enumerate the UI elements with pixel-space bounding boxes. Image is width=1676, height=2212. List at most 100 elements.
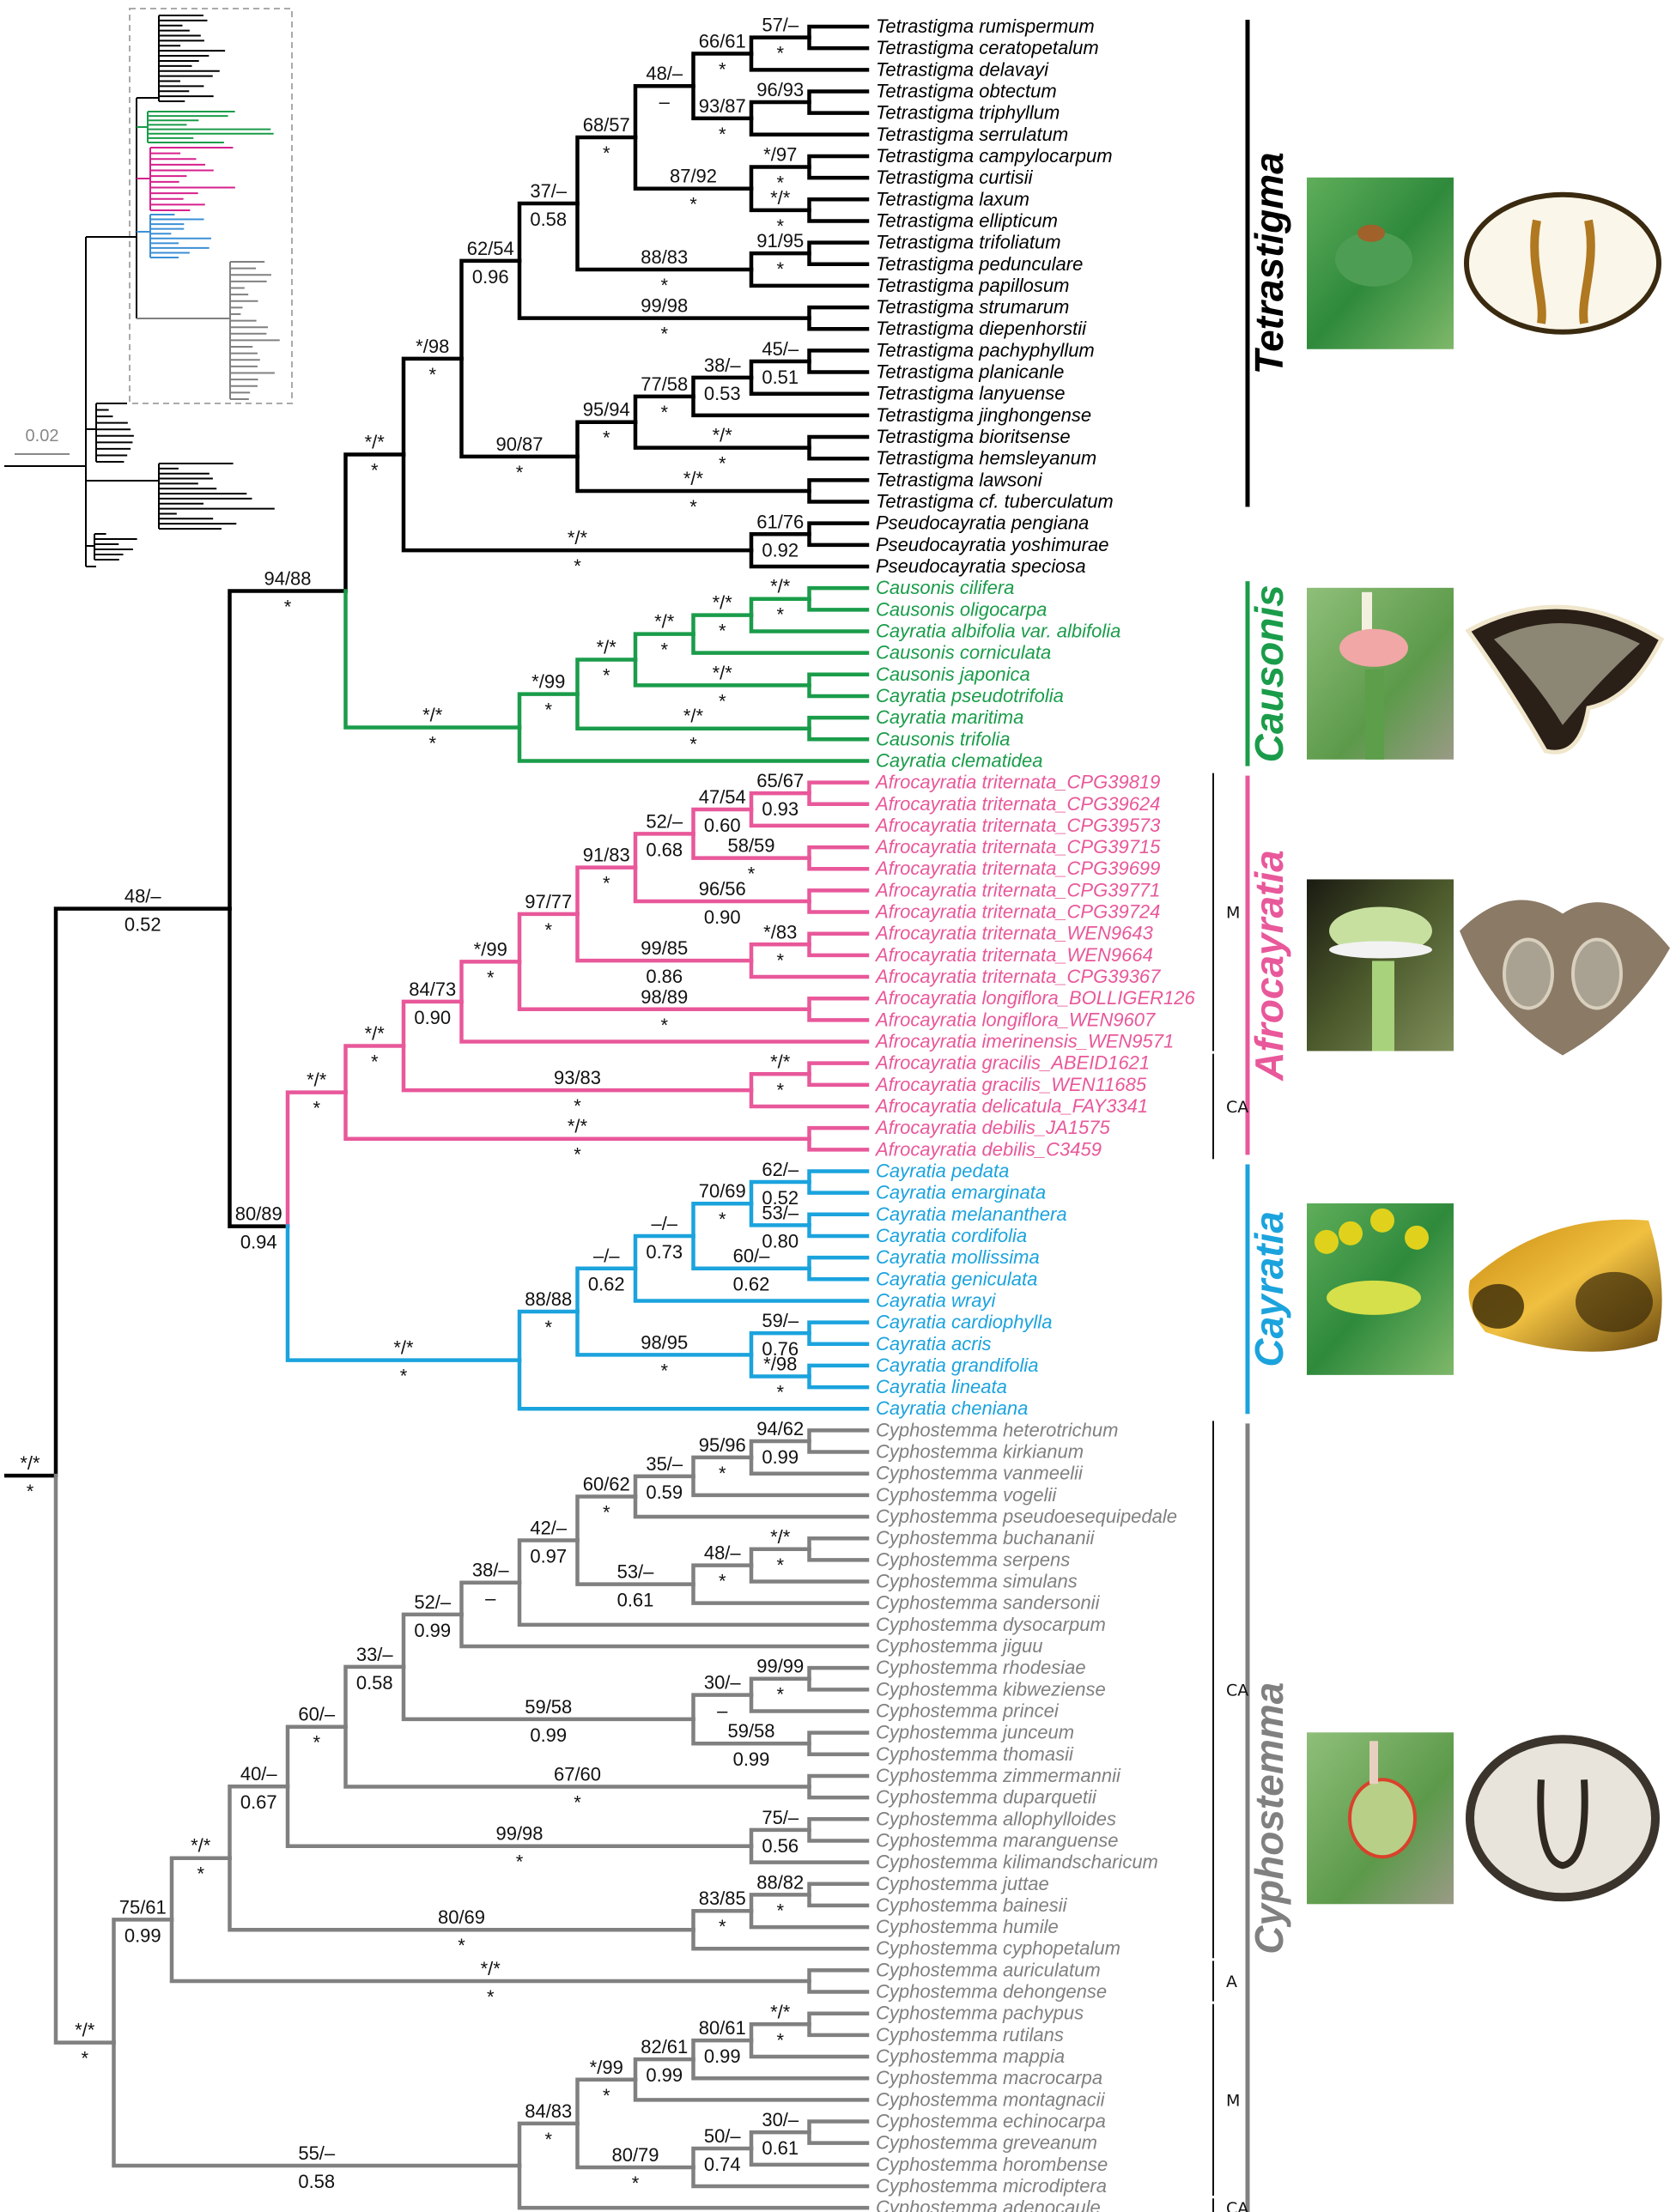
tip-branch — [807, 1007, 870, 1022]
tip-branch — [807, 2119, 870, 2135]
taxon-label: Cayratia maritima — [876, 706, 1023, 728]
posterior-probability-label: * — [197, 1864, 204, 1885]
taxon-label: Tetrastigma serrulatum — [876, 124, 1068, 145]
bootstrap-support-label: 99/98 — [495, 1823, 543, 1845]
tip-branch — [807, 856, 870, 871]
tip-branch — [807, 1363, 870, 1379]
bootstrap-support-label: */98 — [763, 1354, 797, 1375]
taxon-label: Cayratia pseudotrifolia — [876, 685, 1064, 706]
posterior-probability-label: * — [660, 1360, 668, 1381]
bootstrap-support-label: 42/– — [530, 1518, 568, 1539]
posterior-probability-label: * — [371, 1051, 379, 1073]
bootstrap-support-label: */* — [683, 468, 704, 489]
tip-branch — [807, 1979, 870, 1994]
tip-branch — [807, 942, 870, 958]
posterior-probability-label: * — [632, 2173, 640, 2194]
internal-branch — [228, 906, 290, 1228]
bootstrap-support-label: 60/– — [733, 1245, 771, 1267]
internal-branch — [633, 658, 811, 688]
internal-branch — [228, 1784, 290, 1860]
tip-branch — [807, 1374, 870, 1390]
bootstrap-support-label: 59/58 — [727, 1720, 774, 1742]
taxon-label: Afrocayratia debilis_JA1575 — [874, 1117, 1110, 1138]
tip-branch — [807, 197, 870, 213]
bootstrap-support-label: */99 — [590, 2057, 623, 2078]
internal-branch — [691, 1455, 754, 1479]
taxon-label: Cayratia pedata — [876, 1160, 1009, 1181]
taxon-label: Cyphostemma sandersonii — [876, 1592, 1101, 1614]
posterior-probability-label: 0.99 — [530, 1724, 567, 1746]
range-label: M — [1226, 2091, 1240, 2110]
posterior-probability-label: * — [603, 2085, 610, 2106]
posterior-probability-label: * — [719, 1916, 726, 1937]
tip-branch — [633, 1266, 870, 1303]
internal-branch — [53, 1473, 116, 2045]
internal-branch — [575, 2121, 695, 2170]
posterior-probability-label: * — [81, 2048, 88, 2070]
internal-branch — [459, 960, 522, 1004]
internal-branch — [459, 1580, 522, 1617]
taxon-label: Cyphostemma maranguense — [876, 1829, 1118, 1851]
taxon-label: Afrocayratia triternata_CPG39624 — [874, 793, 1160, 815]
posterior-probability-label: * — [776, 1900, 784, 1921]
internal-branch — [517, 1538, 580, 1585]
bootstrap-support-label: */* — [365, 1023, 386, 1045]
taxon-label: Tetrastigma pachyphyllum — [876, 339, 1095, 361]
internal-branch — [228, 1856, 695, 1932]
posterior-probability-label: * — [574, 555, 581, 577]
internal-branch — [691, 375, 754, 399]
posterior-probability-label: 0.76 — [762, 1338, 799, 1360]
photo-pair-afrocayratia — [1307, 879, 1670, 1056]
posterior-probability-label: * — [719, 1209, 726, 1230]
posterior-probability-label: 0.73 — [646, 1241, 683, 1263]
support-labels: */**48/–0.5294/88**/***/98*62/540.9637/–… — [20, 15, 804, 2194]
tip-branch — [807, 715, 870, 730]
posterior-probability-label: 0.51 — [762, 367, 799, 388]
photo-pair-cayratia — [1307, 1203, 1662, 1375]
internal-branch — [749, 1330, 811, 1357]
internal-branch — [343, 1724, 811, 1789]
taxon-label: Afrocayratia triternata_CPG39573 — [874, 815, 1161, 836]
taxon-label: Causonis japonica — [876, 664, 1030, 685]
internal-branch — [401, 1664, 695, 1722]
taxon-label: Cayratia mollissima — [876, 1246, 1040, 1268]
tip-branch — [749, 807, 870, 828]
posterior-probability-label: * — [660, 324, 668, 345]
bootstrap-support-label: */97 — [763, 144, 797, 166]
taxon-label: Cyphostemma heterotrichum — [876, 1419, 1118, 1440]
internal-branch — [749, 791, 811, 812]
tip-branch — [691, 1927, 870, 1951]
bootstrap-support-label: */* — [365, 431, 386, 452]
taxon-label: Cyphostemma jiguu — [876, 1635, 1042, 1657]
tip-branch — [807, 1136, 870, 1152]
posterior-probability-label: * — [689, 496, 697, 518]
taxon-label: Causonis cilifera — [876, 577, 1014, 598]
posterior-probability-label: * — [689, 194, 697, 215]
taxon-label: Tetrastigma hemsleyanum — [876, 447, 1096, 469]
tip-branch — [807, 1665, 870, 1681]
bootstrap-support-label: */* — [481, 1958, 501, 1979]
internal-branch — [691, 52, 754, 88]
taxon-label: Afrocayratia delicatula_FAY3341 — [874, 1095, 1148, 1117]
tip-branch — [749, 52, 870, 72]
posterior-probability-label: * — [544, 2129, 552, 2150]
clade-photos — [1307, 177, 1670, 1905]
taxon-label: Tetrastigma diepenhorstii — [876, 318, 1087, 339]
internal-branch — [575, 1309, 754, 1357]
range-label: CA — [1226, 2199, 1248, 2212]
tip-branch — [807, 89, 870, 105]
internal-branch — [575, 201, 754, 272]
bootstrap-support-label: 53/– — [762, 1202, 799, 1223]
bootstrap-support-label: 62/54 — [467, 238, 514, 259]
internal-branch — [749, 1201, 811, 1227]
taxon-label: Tetrastigma pedunculare — [876, 253, 1083, 275]
tip-branch — [807, 683, 870, 699]
posterior-probability-label: – — [717, 1700, 728, 1722]
fruit-section-photo — [1466, 1735, 1660, 1902]
taxon-label: Afrocayratia triternata_CPG39771 — [874, 879, 1160, 900]
tip-branch — [807, 931, 870, 947]
inset-highlight-box — [129, 8, 293, 404]
posterior-probability-label: * — [574, 1144, 581, 1166]
